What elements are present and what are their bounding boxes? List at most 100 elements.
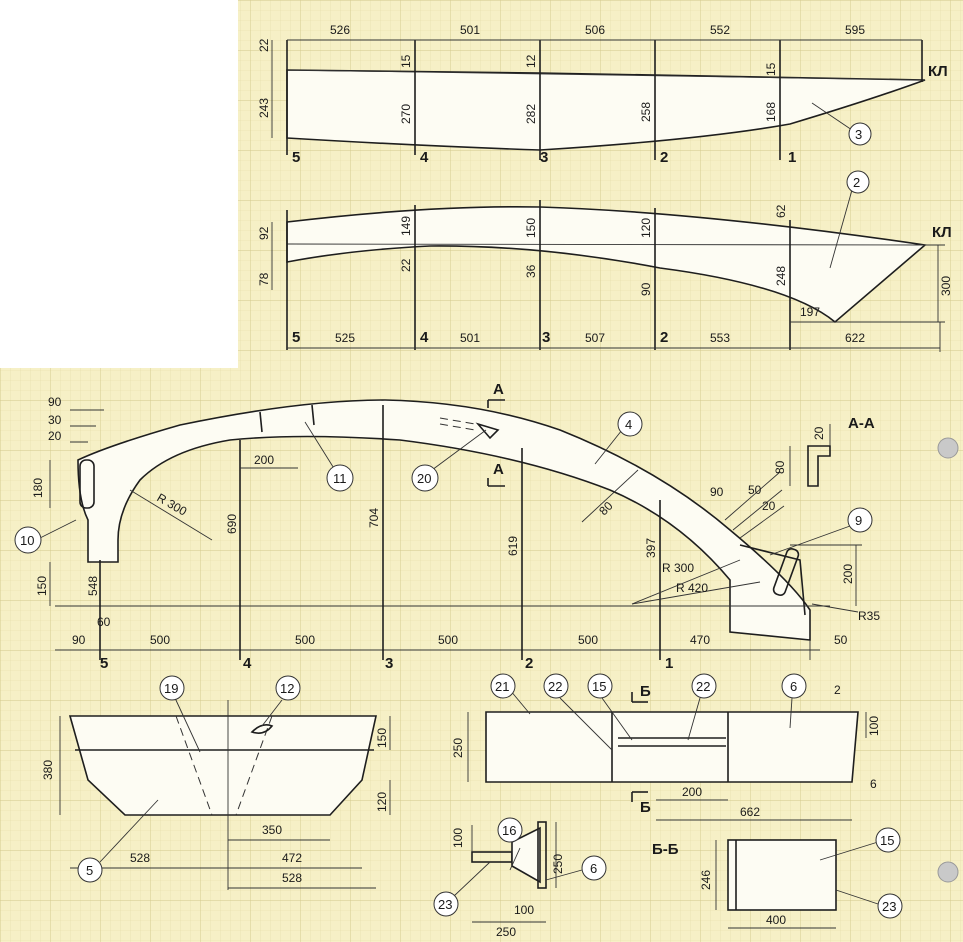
panel-w200: 200: [682, 785, 702, 799]
frame-h690: 690: [225, 514, 239, 534]
view-bracket: 100 250 100 250 16 6 23: [433, 817, 607, 939]
top-h-3: 282: [524, 104, 538, 124]
top-station-4: 4: [420, 149, 429, 166]
top-span-2: 501: [460, 23, 480, 37]
trough-h120: 120: [375, 792, 389, 812]
top-h-1: 168: [764, 102, 778, 122]
mid-up-1: 62: [774, 204, 788, 218]
mid-lo-3: 36: [524, 264, 538, 278]
frame-r420: R 420: [676, 581, 708, 595]
panel-h100: 100: [867, 716, 881, 736]
top-span-3: 506: [585, 23, 605, 37]
top-span-4: 552: [710, 23, 730, 37]
top-gap-1: 15: [764, 62, 778, 76]
view-part-3: 526 501 506 552 595 22 243 15 12 15 270 …: [257, 23, 948, 166]
trough-w528-left: 528: [130, 851, 150, 865]
callout-4: 4: [625, 417, 632, 432]
callout-21: 21: [495, 679, 509, 694]
frame-r35: R35: [858, 609, 880, 623]
mid-right-300: 300: [939, 276, 953, 296]
bb-w400: 400: [766, 913, 786, 927]
callout-3: 3: [855, 127, 862, 142]
hole-mark: [937, 861, 959, 883]
frame-span-3: 500: [438, 633, 458, 647]
callout-5: 5: [86, 863, 93, 878]
trough-w350: 350: [262, 823, 282, 837]
callout-15: 15: [592, 679, 606, 694]
frame-h619: 619: [506, 536, 520, 556]
sect-a-top: А: [493, 381, 504, 398]
trough-h150: 150: [375, 728, 389, 748]
top-h-2: 258: [639, 102, 653, 122]
callout-22-left: 22: [548, 679, 562, 694]
callout-20: 20: [417, 471, 431, 486]
frame-station-5: 5: [100, 655, 108, 672]
frame-station-2: 2: [525, 655, 533, 672]
frame-span-2: 500: [295, 633, 315, 647]
frame-station-3: 3: [385, 655, 393, 672]
sect-b-bottom: Б: [640, 799, 651, 816]
top-span-5: 595: [845, 23, 865, 37]
mid-lo-2: 90: [639, 282, 653, 296]
callout-11: 11: [333, 471, 347, 486]
bracket-h100: 100: [451, 828, 465, 848]
frame-span-4: 500: [578, 633, 598, 647]
mid-station-3: 3: [542, 329, 550, 346]
view-main-frame: 500 500 500 500 470 5 4 3 2 1 90 30 20 1…: [14, 381, 880, 672]
view-trough: 380 150 120 350 528 472 528 19 12 5: [41, 675, 391, 890]
mid-up-2: 120: [639, 218, 653, 238]
top-left-b: 243: [257, 98, 271, 118]
mid-tail-622: 622: [845, 331, 865, 345]
view-part-2: 92 78 149 150 120 62 22 36 90 248 300 КЛ…: [257, 170, 953, 352]
view-section-aa: А-А 20 80: [773, 415, 875, 487]
mid-span-1: 525: [335, 331, 355, 345]
mid-span-4: 553: [710, 331, 730, 345]
section-bb-title: Б-Б: [652, 841, 679, 858]
view-section-bb: Б-Б 246 400 15 23: [652, 827, 903, 929]
frame-h200: 200: [841, 564, 855, 584]
view-panel: 250 100 2 6 200 662 Б Б 21 22 15 22 6: [451, 673, 881, 821]
callout-9: 9: [855, 513, 862, 528]
frame-span-5: 470: [690, 633, 710, 647]
trough-h380: 380: [41, 760, 55, 780]
mid-station-5: 5: [292, 329, 300, 346]
frame-d50-right: 50: [748, 483, 762, 497]
section-aa-title: А-А: [848, 415, 875, 432]
callout-10: 10: [20, 533, 34, 548]
mid-left-b: 78: [257, 272, 271, 286]
frame-d150: 150: [35, 576, 49, 596]
callout-16: 16: [502, 823, 516, 838]
frame-w200: 200: [254, 453, 274, 467]
bracket-h250: 250: [551, 854, 565, 874]
frame-d20: 20: [48, 429, 62, 443]
callout-15-bb: 15: [880, 833, 894, 848]
mid-span-3: 507: [585, 331, 605, 345]
frame-d180: 180: [31, 478, 45, 498]
sect-b-top: Б: [640, 683, 651, 700]
callout-6: 6: [790, 679, 797, 694]
callout-23-bb: 23: [882, 899, 896, 914]
frame-r300-right: R 300: [662, 561, 694, 575]
trough-w472: 472: [282, 851, 302, 865]
callout-12: 12: [280, 681, 294, 696]
frame-d60: 60: [97, 615, 111, 629]
bracket-w250: 250: [496, 925, 516, 939]
frame-station-4: 4: [243, 655, 252, 672]
bb-h246: 246: [699, 870, 713, 890]
aa-d20: 20: [812, 426, 826, 440]
callout-19: 19: [164, 681, 178, 696]
sect-a-bottom: А: [493, 461, 504, 478]
top-station-2: 2: [660, 149, 668, 166]
aa-d80: 80: [773, 460, 787, 474]
top-gap-3: 12: [524, 54, 538, 68]
mid-up-4: 149: [399, 216, 413, 236]
callout-22-right: 22: [696, 679, 710, 694]
frame-d30: 30: [48, 413, 62, 427]
mid-station-2: 2: [660, 329, 668, 346]
panel-d2: 2: [834, 683, 841, 697]
callout-2: 2: [853, 175, 860, 190]
mid-tail-197: 197: [800, 305, 820, 319]
hole-mark: [937, 437, 959, 459]
frame-d90: 90: [48, 395, 62, 409]
